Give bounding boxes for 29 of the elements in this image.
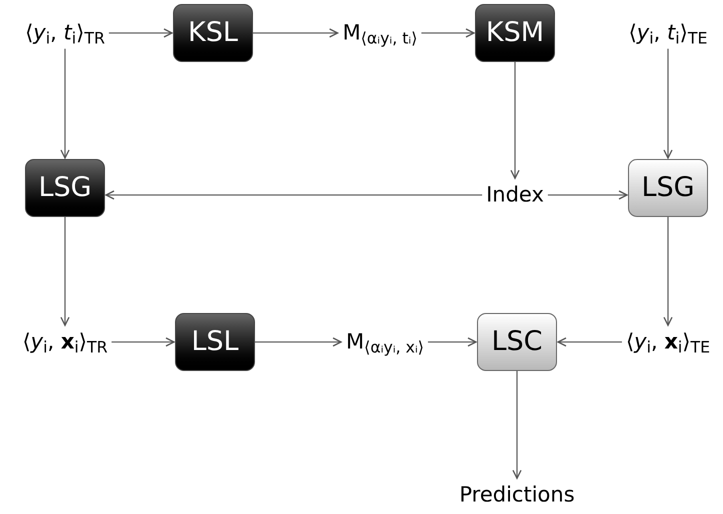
arrow: [510, 62, 520, 179]
arrow: [105, 190, 482, 200]
node-label: Predictions: [455, 479, 579, 511]
node-label: M$_{⟨αᵢyᵢ, tᵢ⟩}$: [338, 17, 422, 49]
arrow: [548, 190, 628, 200]
process-box: KSM: [475, 4, 555, 62]
process-box: LSG: [628, 159, 708, 217]
process-box: LSG: [25, 159, 105, 217]
arrow: [112, 337, 175, 347]
process-box: KSL: [173, 4, 253, 62]
arrow: [512, 371, 522, 479]
arrow: [253, 28, 338, 38]
arrow: [421, 28, 475, 38]
arrow: [255, 337, 342, 347]
arrow: [60, 217, 70, 326]
process-box: LSL: [175, 313, 255, 371]
process-box: LSC: [477, 313, 557, 371]
arrow: [663, 217, 673, 326]
arrow: [663, 48, 673, 159]
arrow: [108, 28, 173, 38]
arrow: [428, 337, 477, 347]
node-label: Index: [482, 179, 548, 211]
arrow: [60, 48, 70, 159]
node-label: ⟨y$_{i}$, x$_{i}$⟩$_{TE}$: [622, 326, 714, 358]
node-label: M$_{⟨αᵢyᵢ, xᵢ⟩}$: [342, 326, 428, 358]
node-label: ⟨y$_{i}$, t$_{i}$⟩$_{TR}$: [21, 17, 109, 49]
node-label: ⟨y$_{i}$, t$_{i}$⟩$_{TE}$: [624, 17, 712, 49]
arrow: [557, 337, 622, 347]
node-label: ⟨y$_{i}$, x$_{i}$⟩$_{TR}$: [18, 326, 112, 358]
